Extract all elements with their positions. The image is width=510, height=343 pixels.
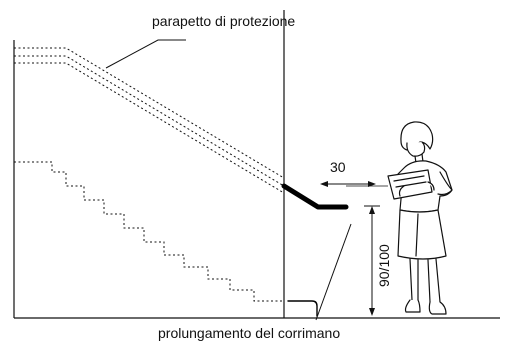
parapet-rail-upper xyxy=(14,47,285,179)
person-shoes xyxy=(404,299,447,315)
building-outline xyxy=(13,10,500,319)
arrow-right-icon xyxy=(368,181,376,187)
dimension-90-100-label: 90/100 xyxy=(376,244,392,287)
parapet-label: parapetto di protezione xyxy=(152,13,295,29)
person-face xyxy=(406,141,426,157)
person-skirt xyxy=(397,209,447,260)
person-figure xyxy=(387,121,453,315)
small-rail-stub xyxy=(287,300,318,317)
top-callout-leader xyxy=(105,39,186,69)
horizontal-dimension xyxy=(320,181,388,187)
arrow-down-icon xyxy=(369,308,375,316)
vertical-dimension xyxy=(364,205,380,316)
parapet-rail-lower xyxy=(14,62,285,194)
handrail-extension xyxy=(281,183,349,317)
skirt-fold xyxy=(415,213,419,257)
clipboard-line-2 xyxy=(395,181,427,188)
dotted-staircase xyxy=(14,161,284,302)
protective-parapet xyxy=(14,47,285,194)
person-hands xyxy=(398,181,435,197)
dimension-30-label: 30 xyxy=(330,159,346,175)
person-legs xyxy=(409,258,441,303)
arrow-up-icon xyxy=(369,206,375,214)
leader-lines xyxy=(105,39,352,321)
parapet-rail-middle xyxy=(14,55,285,187)
person-right-arm xyxy=(437,171,453,196)
handrail-extension-label: prolungamento del corrimano xyxy=(158,325,340,341)
bottom-callout-leader xyxy=(315,223,352,321)
arrow-left-icon xyxy=(320,181,328,187)
clipboard-line-1 xyxy=(393,175,425,182)
handrail-bar xyxy=(281,183,349,210)
